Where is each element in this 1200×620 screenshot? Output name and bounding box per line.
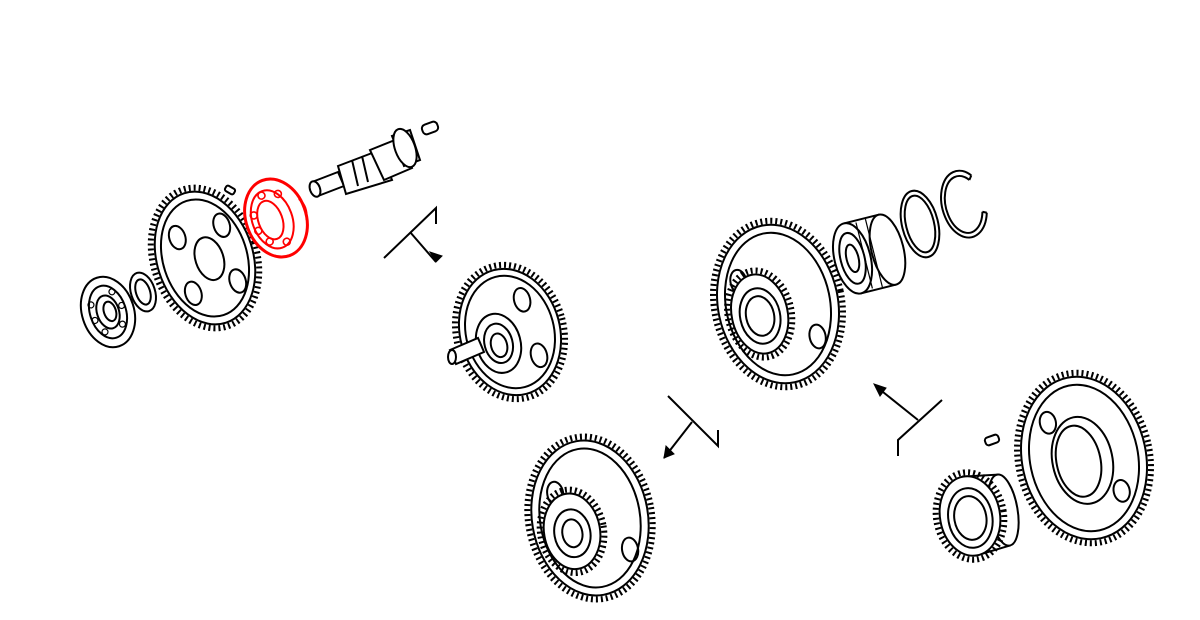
arrow-to-center-bottom: [663, 395, 719, 459]
snap-ring-outer: [940, 169, 988, 239]
key-right: [983, 433, 1001, 447]
arrow-to-center-top: [383, 205, 443, 263]
bearing-left: [79, 275, 137, 349]
gear-assembly-center-top: [451, 261, 569, 403]
arrow-to-right-top: [873, 383, 943, 456]
large-gear-left: [147, 184, 263, 332]
spacer-ring: [129, 271, 157, 313]
bearing-highlighted: [243, 177, 309, 259]
needle-bearing-right: [832, 213, 907, 295]
shaft-stub-end: [447, 349, 457, 365]
snap-ring-inner: [899, 189, 941, 259]
shaft: [308, 127, 422, 198]
key-shaft: [420, 120, 440, 136]
gear-assembly-center-bottom: [524, 433, 656, 603]
cluster-gear-right-top: [710, 217, 846, 391]
large-gear-right: [1014, 369, 1154, 547]
pinion-gear-right: [932, 469, 1020, 563]
key-small: [223, 184, 237, 196]
